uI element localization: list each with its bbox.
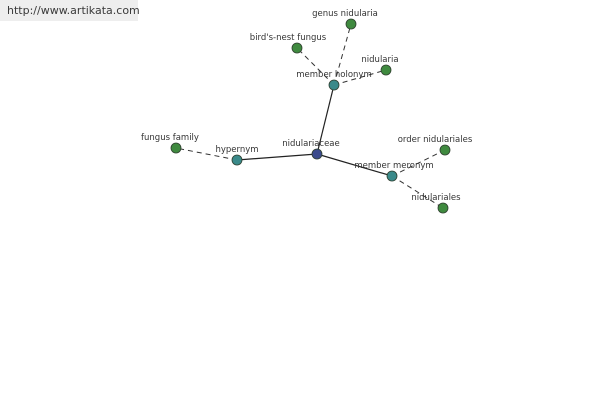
edge-hypernym-fungus_family [175,147,238,161]
node-label-genus_nidularia[interactable]: genus nidularia [312,9,378,19]
node-dot-nidulariales[interactable] [437,202,449,214]
node-label-nidulariales[interactable]: nidulariales [411,193,461,203]
edge-center-member_holonym [316,84,335,155]
node-member_holonym[interactable]: member holonym [296,70,372,91]
node-label-member_holonym[interactable]: member holonym [296,70,371,80]
node-label-nidularia[interactable]: nidularia [361,55,398,65]
node-label-fungus_family[interactable]: fungus family [141,133,199,143]
node-fungus_family[interactable]: fungus family [141,133,199,154]
node-genus_nidularia[interactable]: genus nidularia [312,9,378,30]
node-dot-fungus_family[interactable] [170,142,182,154]
node-hypernym[interactable]: hypernym [215,145,259,166]
node-label-order_nidulariales[interactable]: order nidulariales [398,135,473,145]
node-order_nidulariales[interactable]: order nidulariales [398,135,473,156]
edge-center-hypernym [236,153,318,161]
graph-edges [175,23,446,209]
node-label-member_meronym[interactable]: member meronym [354,161,433,171]
node-dot-nidularia[interactable] [380,64,392,76]
edge-member_meronym-order_nidulariales [391,149,446,177]
node-label-hypernym[interactable]: hypernym [215,145,258,155]
node-nidularia[interactable]: nidularia [361,55,399,76]
edge-member_holonym-nidularia [333,69,387,86]
node-nidulariales[interactable]: nidulariales [411,193,461,214]
node-dot-member_meronym[interactable] [386,170,398,182]
node-birds_nest_fungus[interactable]: bird's-nest fungus [250,33,327,54]
node-center[interactable]: nidulariaceae [282,139,340,160]
node-dot-member_holonym[interactable] [328,79,340,91]
node-label-birds_nest_fungus[interactable]: bird's-nest fungus [250,33,327,43]
node-dot-hypernym[interactable] [231,154,243,166]
graph-nodes: nidulariaceae hypernym member holonym membe… [141,9,473,214]
node-label-center[interactable]: nidulariaceae [282,139,340,149]
node-dot-center[interactable] [311,148,323,160]
edge-member_holonym-genus_nidularia [333,23,352,86]
node-dot-order_nidulariales[interactable] [439,144,451,156]
node-dot-genus_nidularia[interactable] [345,18,357,30]
watermark-url: http://www.artikata.com [0,0,140,21]
node-member_meronym[interactable]: member meronym [354,161,434,182]
edge-center-member_meronym [316,153,393,177]
edge-member_meronym-nidulariales [391,175,444,209]
node-dot-birds_nest_fungus[interactable] [291,42,303,54]
